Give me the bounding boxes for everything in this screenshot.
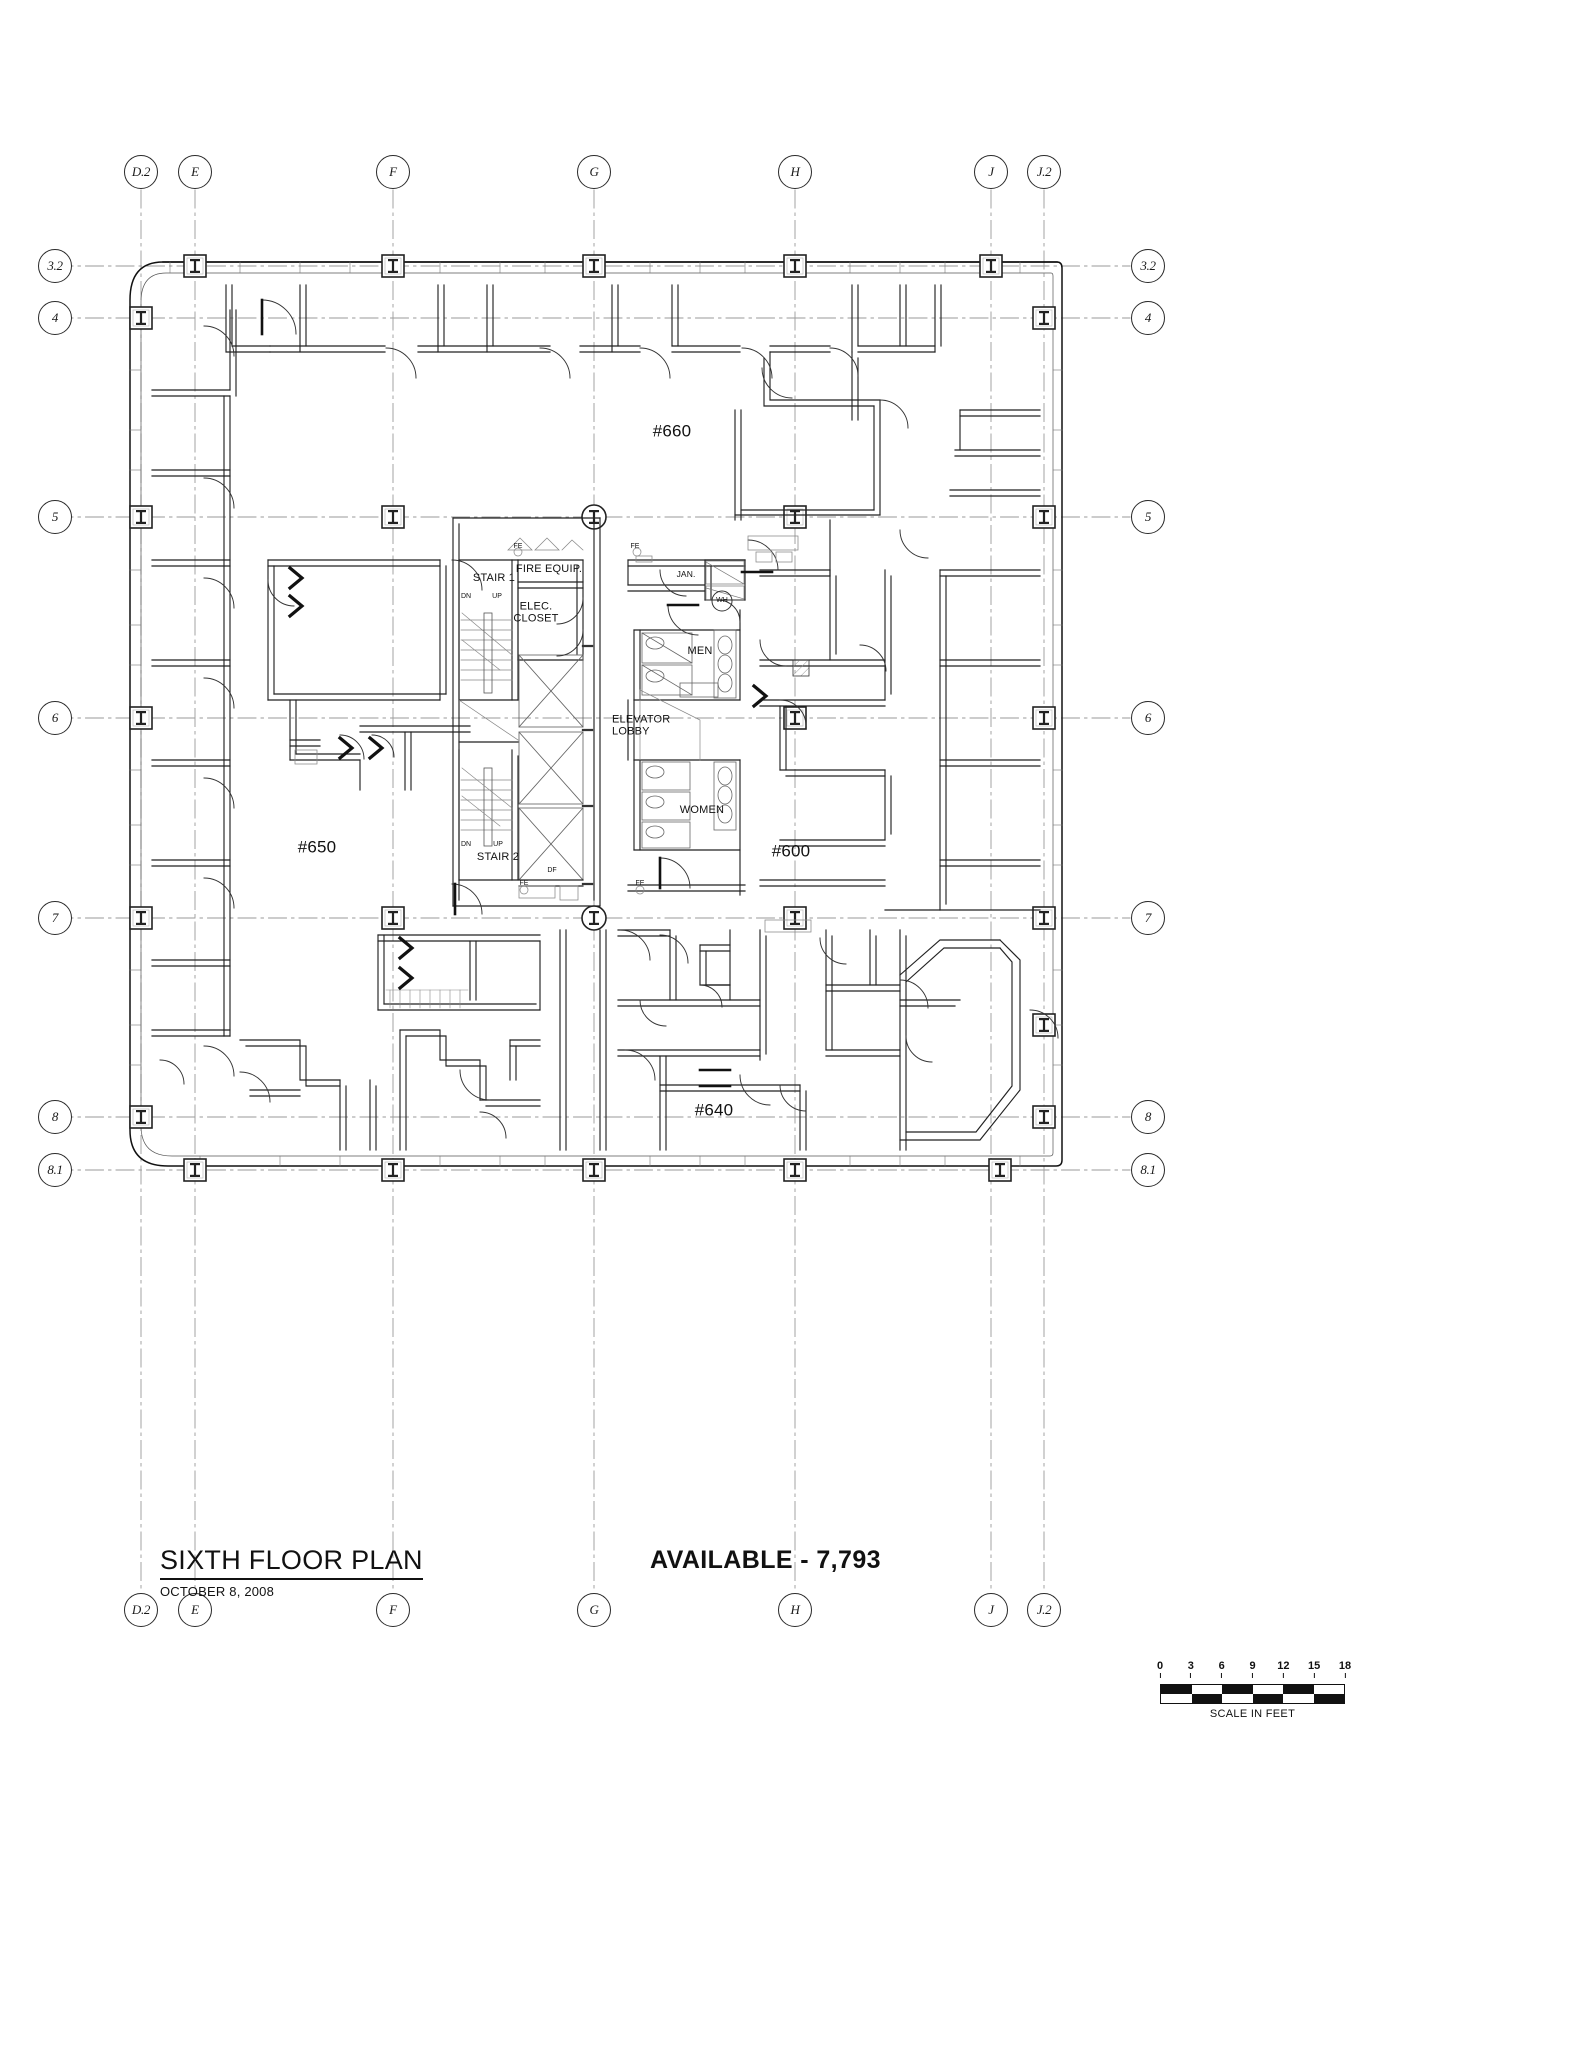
- scale-tick-mark: [1221, 1673, 1223, 1678]
- curtain-wall-mullions: [129, 261, 1063, 1167]
- room-label-janitor: JAN.: [676, 569, 696, 580]
- scale-bar-cell: [1191, 1694, 1222, 1703]
- scale-bar-cell: [1191, 1685, 1222, 1694]
- scale-tick-label: 3: [1187, 1660, 1194, 1672]
- annotation-stair1-down: DN: [460, 593, 472, 601]
- grid-bubble-row: 8.1: [1131, 1153, 1165, 1187]
- grid-bubble-col: H: [778, 1593, 812, 1627]
- grid-bubble-col: H: [778, 155, 812, 189]
- scale-bar-cell: [1283, 1694, 1314, 1703]
- suite-label-660: #660: [652, 421, 692, 441]
- room-label-fire-equip: FIRE EQUIP.: [515, 562, 583, 575]
- suite-label-640: #640: [694, 1100, 734, 1120]
- room-label-elevator-lobby: ELEVATOR LOBBY: [612, 713, 671, 738]
- annotation-stair2-up: UP: [493, 841, 503, 849]
- core-details: [294, 535, 812, 933]
- scale-tick-mark: [1282, 1673, 1284, 1678]
- annotation-stair1-up: UP: [492, 593, 502, 601]
- room-label-women: WOMEN: [679, 803, 725, 816]
- availability-note: AVAILABLE - 7,793: [650, 1546, 881, 1574]
- grid-bubble-row: 7: [1131, 901, 1165, 935]
- scale-tick-mark: [1344, 1673, 1346, 1678]
- scale-bar-cell: [1222, 1685, 1253, 1694]
- scale-tick-label: 6: [1218, 1660, 1225, 1672]
- scale-tick-label: 12: [1277, 1660, 1290, 1672]
- scale-tick-mark: [1159, 1673, 1161, 1678]
- page-title: SIXTH FLOOR PLAN: [160, 1545, 423, 1580]
- wall-fins: [287, 565, 769, 991]
- scale-tick-label: 18: [1338, 1660, 1352, 1672]
- scale-bar-row-top: [1161, 1685, 1344, 1694]
- grid-lines: [54, 189, 1131, 1591]
- envelope-inner-line: [140, 272, 1054, 1157]
- annotation-stair2-down: DN: [460, 841, 472, 849]
- grid-bubble-row: 7: [38, 901, 72, 935]
- scale-tick-label: 15: [1308, 1660, 1321, 1672]
- grid-bubble-row: 8: [38, 1100, 72, 1134]
- grid-bubble-col: D.2: [124, 1593, 158, 1627]
- scale-bar-cell: [1222, 1694, 1253, 1703]
- grid-bubble-col: J: [974, 155, 1008, 189]
- grid-bubble-col: F: [376, 155, 410, 189]
- grid-bubble-row: 5: [1131, 500, 1165, 534]
- scale-bar-cell: [1252, 1685, 1283, 1694]
- scale-tick-mark: [1252, 1673, 1253, 1678]
- grid-bubble-row: 5: [38, 500, 72, 534]
- grid-bubble-col: G: [577, 155, 611, 189]
- grid-bubble-row: 4: [1131, 301, 1165, 335]
- grid-bubble-row: 4: [38, 301, 72, 335]
- grid-bubble-row: 8: [1131, 1100, 1165, 1134]
- scale-bar-block: 0 3 6 9 12 15 18: [1156, 1660, 1351, 1720]
- interior-partitions: [151, 284, 1041, 1151]
- grid-bubble-row: 6: [38, 701, 72, 735]
- grid-bubble-col: J: [974, 1593, 1008, 1627]
- drinking-fountain-icon: DF: [547, 867, 557, 875]
- fire-extinguisher-icon: FE: [630, 543, 640, 551]
- suite-label-650: #650: [297, 837, 337, 857]
- scale-tick-labels: 0 3 6 9 12 15 18: [1156, 1660, 1351, 1684]
- fire-extinguisher-icon: FE: [513, 543, 523, 551]
- scale-bar-cell: [1161, 1685, 1192, 1694]
- grid-bubble-row: 6: [1131, 701, 1165, 735]
- scale-bar-graphic: [1160, 1684, 1345, 1704]
- title-block: SIXTH FLOOR PLAN OCTOBER 8, 2008: [160, 1545, 423, 1599]
- grid-bubble-col: G: [577, 1593, 611, 1627]
- scale-bar-cell: [1313, 1694, 1344, 1703]
- shaft-hatch: [792, 659, 810, 677]
- room-label-stair-2: STAIR 2: [476, 850, 520, 863]
- scale-bar-cell: [1252, 1694, 1283, 1703]
- water-heater-icon: WH: [716, 597, 728, 605]
- plan-date: OCTOBER 8, 2008: [160, 1584, 275, 1599]
- scale-bar-row-bottom: [1161, 1694, 1344, 1703]
- room-label-men: MEN: [687, 644, 713, 657]
- fire-extinguisher-icon: FE: [519, 880, 529, 888]
- scale-tick-label: 9: [1249, 1660, 1256, 1672]
- scale-bar-cell: [1313, 1685, 1344, 1694]
- scale-bar-cell: [1161, 1694, 1192, 1703]
- grid-bubble-col: J.2: [1027, 1593, 1061, 1627]
- grid-bubble-row: 3.2: [38, 249, 72, 283]
- room-label-elec-closet: ELEC. CLOSET: [513, 600, 559, 625]
- door-leaves: [260, 298, 774, 1088]
- building-envelope: [129, 261, 1063, 1167]
- fire-extinguisher-icon: FE: [635, 880, 645, 888]
- scale-tick-mark: [1313, 1673, 1315, 1678]
- door-swings: [159, 299, 1059, 1139]
- grid-bubble-col: F: [376, 1593, 410, 1627]
- scale-caption: SCALE IN FEET: [1209, 1708, 1296, 1720]
- scale-bar-cell: [1283, 1685, 1314, 1694]
- grid-bubble-col: J.2: [1027, 155, 1061, 189]
- grid-bubble-col: E: [178, 155, 212, 189]
- grid-bubble-col: D.2: [124, 155, 158, 189]
- scale-tick-mark: [1190, 1673, 1192, 1678]
- grid-bubble-col: E: [178, 1593, 212, 1627]
- scale-tick-label: 0: [1156, 1660, 1164, 1672]
- grid-bubble-row: 3.2: [1131, 249, 1165, 283]
- room-label-stair-1: STAIR 1: [472, 571, 516, 584]
- suite-label-600: #600: [771, 841, 811, 861]
- grid-bubble-row: 8.1: [38, 1153, 72, 1187]
